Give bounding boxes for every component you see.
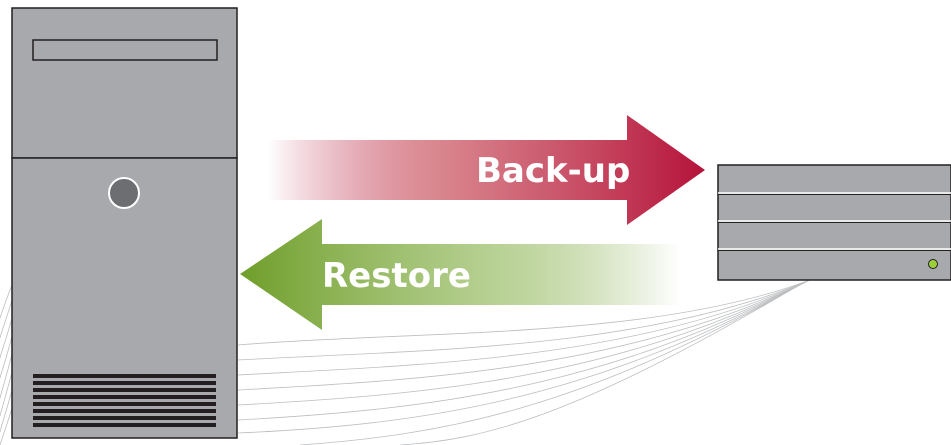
tower-upper-panel — [11, 7, 238, 159]
cable — [0, 284, 13, 319]
data-cables — [0, 279, 811, 445]
vent-grille — [33, 374, 216, 427]
cable — [237, 279, 811, 346]
backup-arrow: Back-up — [268, 115, 705, 225]
cable — [0, 389, 13, 433]
optical-drive-bay — [32, 39, 218, 61]
cable — [237, 281, 807, 376]
cable — [399, 287, 795, 445]
cable — [0, 353, 13, 399]
cable — [299, 286, 797, 445]
cable — [0, 371, 13, 417]
cable — [0, 335, 13, 379]
cable — [237, 284, 801, 421]
indicator-light-icon — [928, 259, 938, 269]
cable — [0, 317, 13, 359]
restore-arrow-shape — [240, 219, 680, 330]
cable — [237, 282, 805, 391]
cable — [237, 283, 803, 406]
power-button-icon — [108, 177, 140, 209]
restore-arrow: Restore — [240, 219, 680, 330]
restore-label: Restore — [322, 256, 471, 296]
backup-arrow-shape — [268, 115, 705, 225]
cable — [237, 285, 799, 434]
backup-label: Back-up — [476, 151, 630, 191]
cable — [0, 407, 13, 445]
tower-computer-icon — [11, 7, 238, 439]
external-drive-icon — [717, 164, 951, 281]
cable — [0, 299, 13, 339]
cable — [237, 280, 809, 361]
